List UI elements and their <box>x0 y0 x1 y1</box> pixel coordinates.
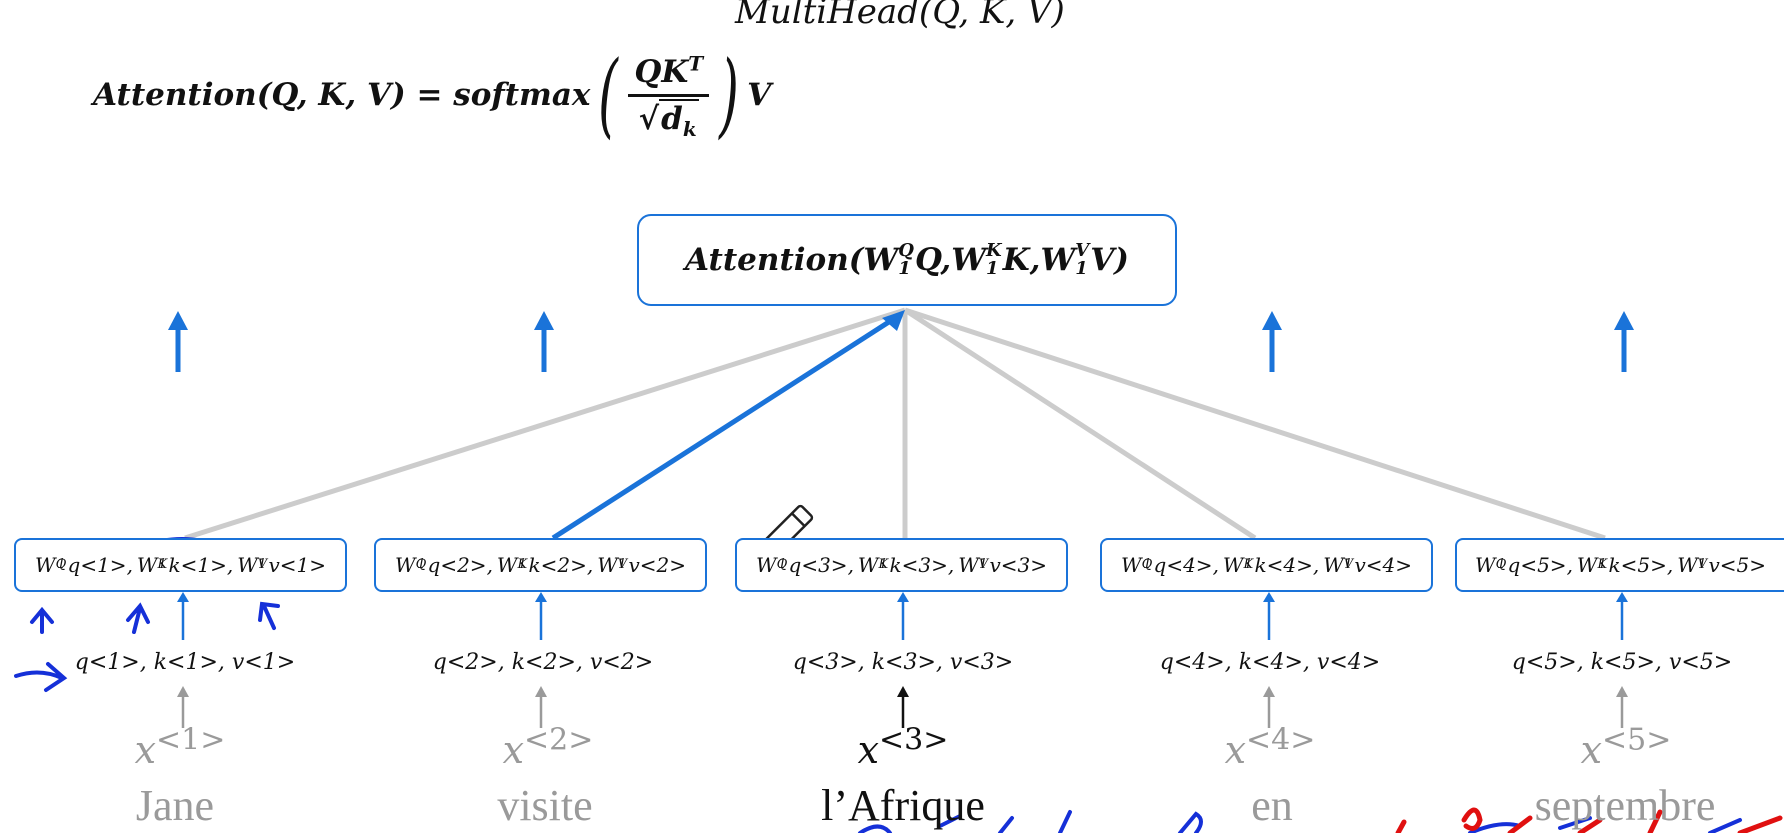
word-5: septembre <box>1534 781 1716 830</box>
edge-token5-head <box>904 307 1606 541</box>
edge-arrowhead <box>882 310 905 331</box>
edge-token2-head <box>551 315 897 541</box>
projection-arrows <box>177 592 1628 640</box>
input-symbol-3: x<3> <box>857 722 949 772</box>
word-4: en <box>1251 781 1293 830</box>
qkv-label-1: q<1>, k<1>, v<1> <box>74 650 296 675</box>
formula-lhs: Attention(Q, K, V) = softmax <box>93 77 591 113</box>
input-symbol-1: x<1> <box>134 722 226 772</box>
handwritten-annotations-red <box>1395 807 1783 833</box>
input-arrows <box>177 686 1628 728</box>
qkv-label-2: q<2>, k<2>, v<2> <box>432 650 654 675</box>
output-arrows <box>168 311 1634 372</box>
formula-open-paren: ( <box>598 41 619 148</box>
qkv-label-4: q<4>, k<4>, v<4> <box>1159 650 1381 675</box>
formula-fraction: QKT √dk <box>628 53 710 141</box>
edge-token1-head <box>184 307 906 541</box>
input-symbol-4: x<4> <box>1224 722 1316 772</box>
page-title: MultiHead(Q, K, V) <box>735 0 1065 32</box>
formula-rhs: V <box>747 77 772 113</box>
input-symbol-2: x<2> <box>502 722 594 772</box>
word-2: visite <box>497 781 593 830</box>
qkv-label-3: q<3>, k<3>, v<3> <box>792 650 1014 675</box>
word-1: Jane <box>135 781 215 830</box>
attention-formula: Attention(Q, K, V) = softmax ( QKT √dk )… <box>93 40 771 150</box>
formula-numerator: QKT <box>628 53 710 97</box>
formula-denominator: √dk <box>638 98 699 141</box>
formula-close-paren: ) <box>719 41 739 148</box>
word-3: l’Afrique <box>821 781 985 830</box>
input-symbol-5: x<5> <box>1580 722 1672 772</box>
edge-token4-head <box>903 307 1257 541</box>
qkv-label-5: q<5>, k<5>, v<5> <box>1511 650 1733 675</box>
